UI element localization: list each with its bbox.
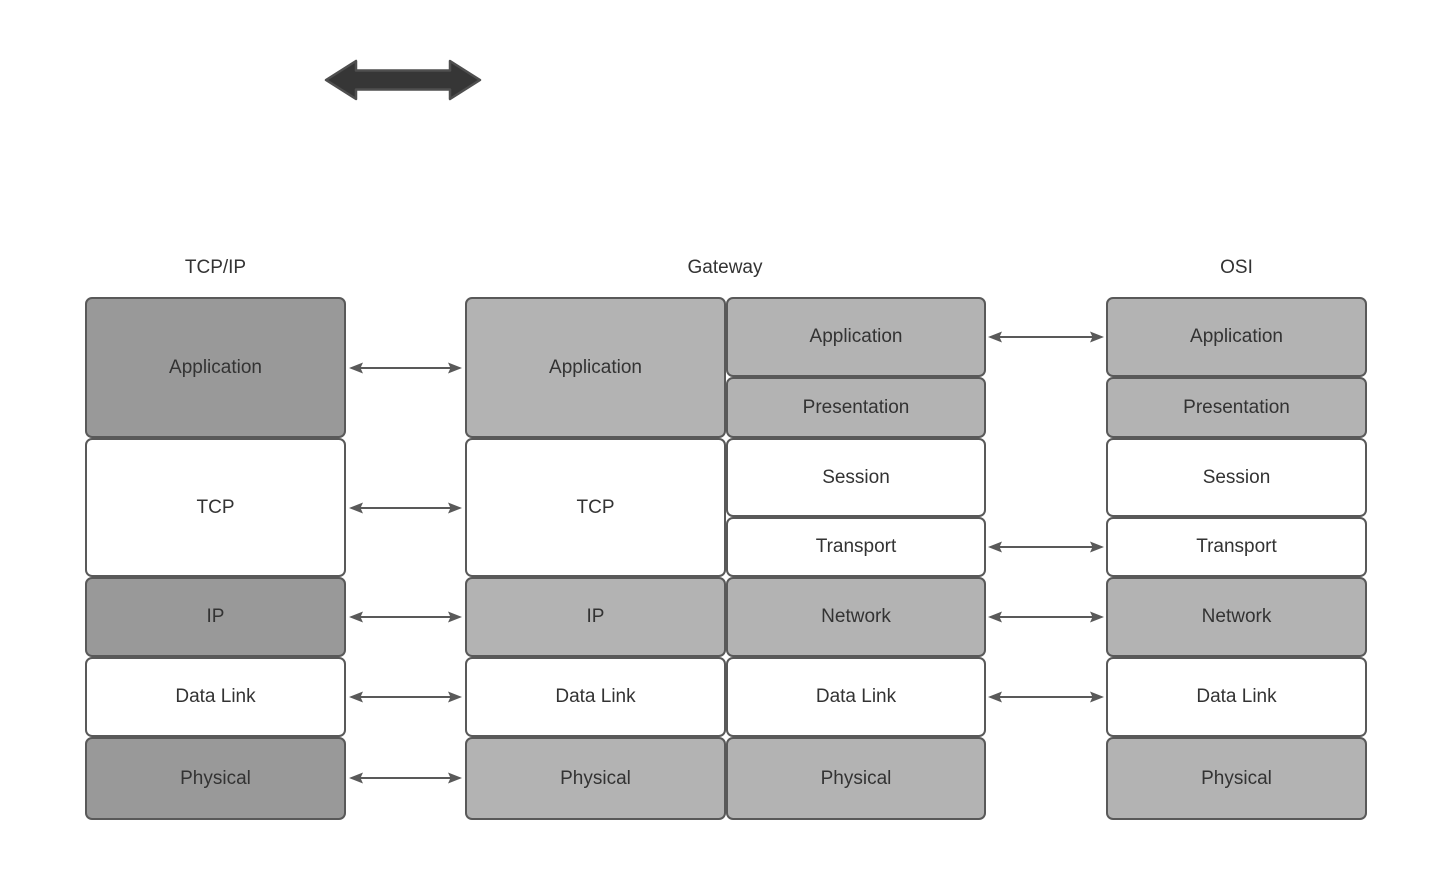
arrow-gateway-osi-network-icon [988, 611, 1104, 623]
arrow-gateway-osi-data-link-icon [988, 691, 1104, 703]
layer-box-osi-network: Network [1106, 577, 1367, 657]
layer-box-gateway-right-application: Application [726, 297, 986, 377]
layer-box-gateway-left-ip: IP [465, 577, 726, 657]
layer-box-osi-session: Session [1106, 438, 1367, 517]
layer-box-tcpip-physical: Physical [85, 737, 346, 820]
layer-box-osi-presentation: Presentation [1106, 377, 1367, 438]
layer-box-tcpip-ip: IP [85, 577, 346, 657]
layer-box-gateway-left-tcp: TCP [465, 438, 726, 577]
arrow-tcpip-gateway-ip-icon [349, 611, 462, 623]
layer-box-gateway-right-network: Network [726, 577, 986, 657]
layer-box-gateway-right-session: Session [726, 438, 986, 517]
arrow-tcpip-gateway-tcp-icon [349, 502, 462, 514]
arrow-tcpip-gateway-application-icon [349, 362, 462, 374]
layer-box-gateway-right-transport: Transport [726, 517, 986, 577]
layer-box-osi-physical: Physical [1106, 737, 1367, 820]
layer-box-gateway-left-data-link: Data Link [465, 657, 726, 737]
layer-box-gateway-left-physical: Physical [465, 737, 726, 820]
layer-box-gateway-right-presentation: Presentation [726, 377, 986, 438]
layer-box-osi-application: Application [1106, 297, 1367, 377]
arrow-tcpip-gateway-physical-icon [349, 772, 462, 784]
layer-box-tcpip-data-link: Data Link [85, 657, 346, 737]
layer-box-gateway-left-application: Application [465, 297, 726, 438]
layer-box-osi-data-link: Data Link [1106, 657, 1367, 737]
layer-box-osi-transport: Transport [1106, 517, 1367, 577]
column-header-gateway: Gateway [687, 257, 763, 278]
layer-box-gateway-right-data-link: Data Link [726, 657, 986, 737]
layer-box-tcpip-application: Application [85, 297, 346, 438]
column-header-osi: OSI [1220, 257, 1253, 278]
column-header-tcpip: TCP/IP [184, 257, 247, 278]
layer-box-gateway-right-physical: Physical [726, 737, 986, 820]
arrow-tcpip-gateway-data-link-icon [349, 691, 462, 703]
big-double-arrow-icon [324, 59, 482, 101]
arrow-gateway-osi-transport-icon [988, 541, 1104, 553]
arrow-gateway-osi-application-icon [988, 331, 1104, 343]
layer-box-tcpip-tcp: TCP [85, 438, 346, 577]
